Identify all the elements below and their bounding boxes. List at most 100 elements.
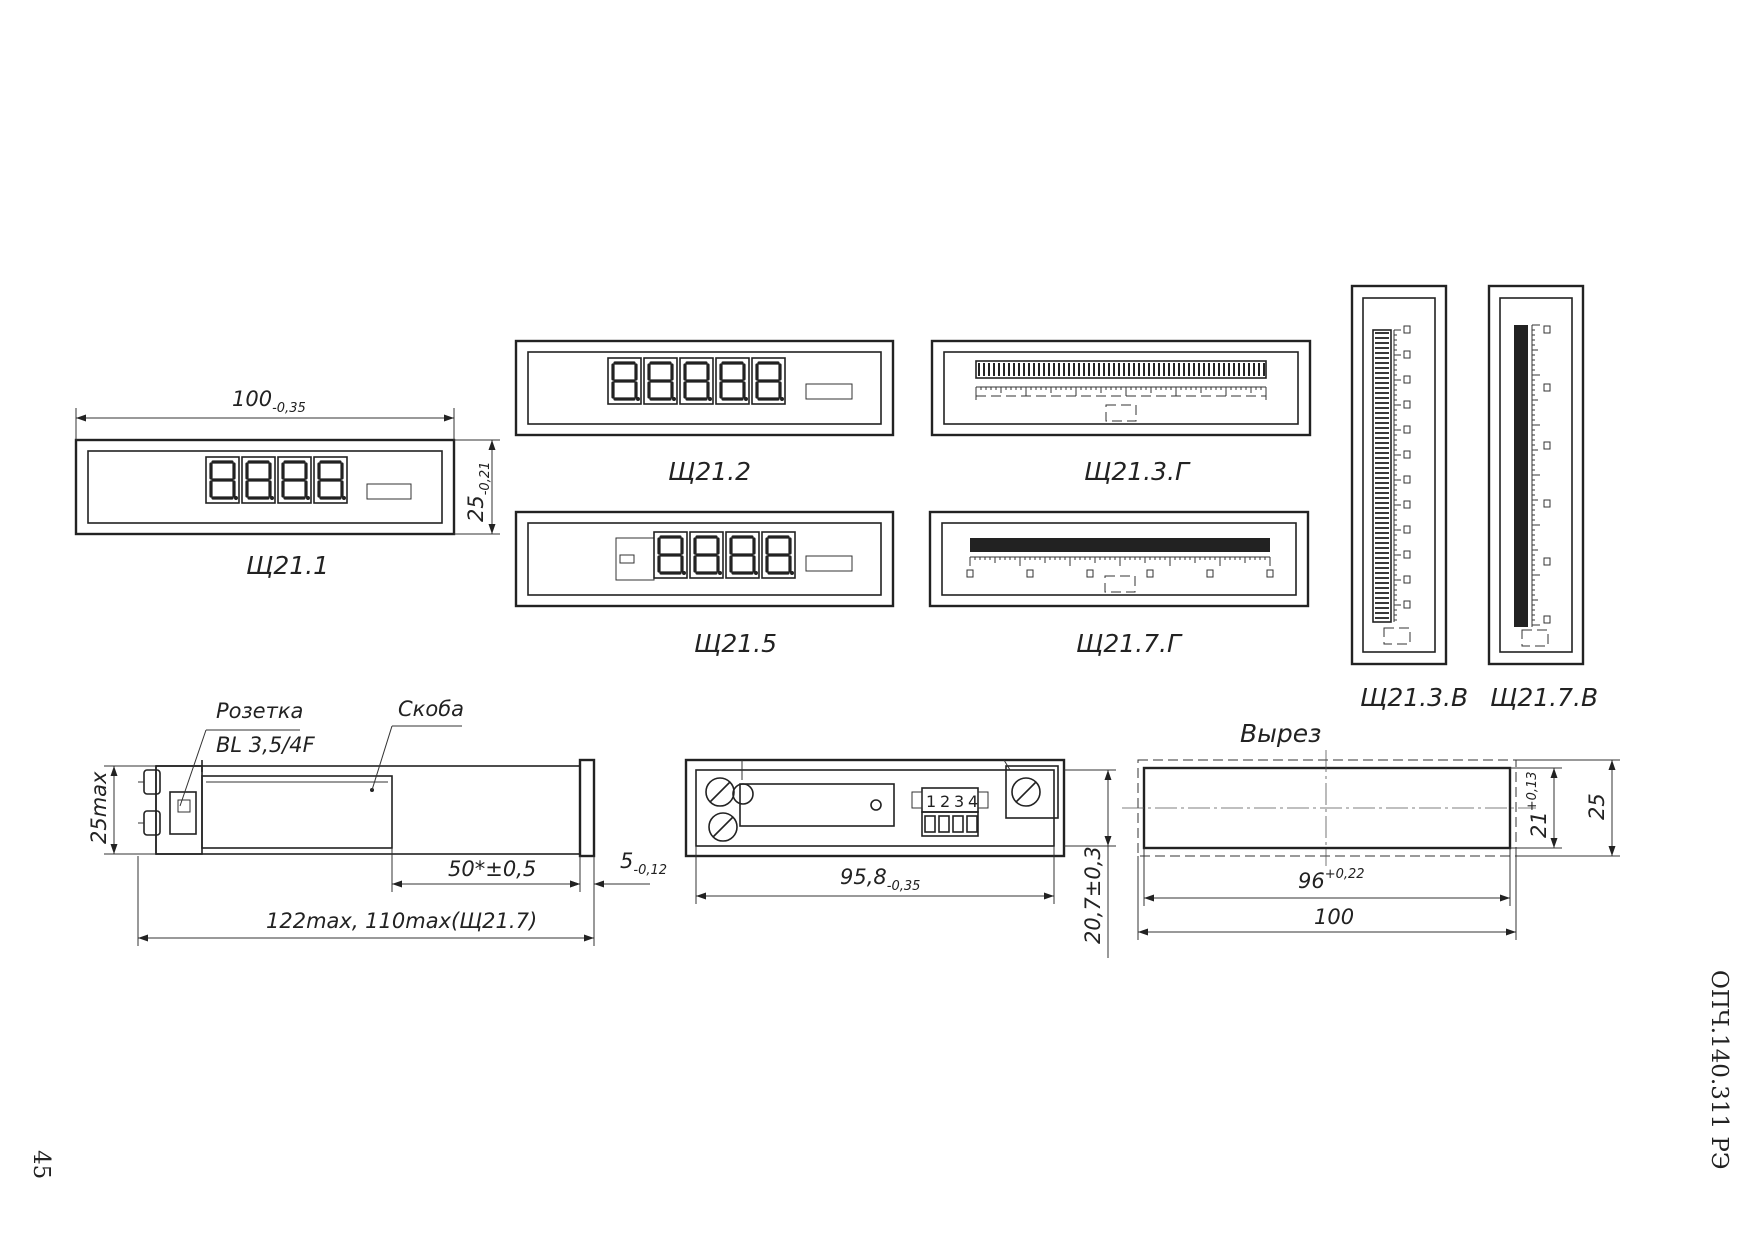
segment <box>657 535 684 575</box>
bargraph-vertical-shch21-7v: Щ21.7.В <box>1487 284 1598 712</box>
cutout-width-dim: 96+0,22 <box>1298 867 1365 893</box>
scale-marker <box>1206 569 1214 578</box>
scale-ticks <box>975 387 1267 396</box>
model-label-shch21-3v: Щ21.3.В <box>1360 683 1468 712</box>
model-label-shch21-5: Щ21.5 <box>694 629 777 658</box>
page-number: 45 <box>28 1150 54 1179</box>
segment <box>755 361 782 401</box>
scale-marker <box>1403 450 1411 459</box>
segment <box>245 460 272 500</box>
decimal-point <box>234 496 238 500</box>
model-label-shch21-1: Щ21.1 <box>246 551 329 580</box>
scale-marker <box>1403 375 1411 384</box>
cutout-title: Вырез <box>1240 719 1321 748</box>
segment <box>611 361 638 401</box>
bargraph-vertical-shch21-3v: Щ21.3.В <box>1350 284 1468 712</box>
scale-marker <box>1403 500 1411 509</box>
segment <box>281 460 308 500</box>
overall-dim: 122max, 110max(Щ21.7) <box>266 909 537 933</box>
terminal-2: 2 <box>940 792 950 811</box>
decimal-point <box>342 496 346 500</box>
decimal-point <box>636 397 640 401</box>
digit-display-4-sign <box>653 531 796 579</box>
model-label-shch21-2: Щ21.2 <box>668 457 751 486</box>
segment <box>683 361 710 401</box>
scale-marker <box>1403 550 1411 559</box>
cutout-height-dim: 21+0,13 <box>1525 771 1551 838</box>
model-label-shch21-3g: Щ21.3.Г <box>1084 457 1191 486</box>
scale-markers <box>1543 325 1551 624</box>
cutout-panel-width-dim: 100 <box>1314 905 1354 929</box>
scale-marker <box>1403 350 1411 359</box>
scale-ticks <box>969 557 1271 566</box>
decimal-point <box>754 571 758 575</box>
decimal-point <box>672 397 676 401</box>
height-dim-front: 25-0,21 <box>464 462 493 522</box>
segment <box>317 460 344 500</box>
panel-cutout: Вырез 96+0,22 100 21+0,13 25 <box>1122 719 1620 940</box>
terminal-1: 1 <box>926 792 936 811</box>
segment <box>693 535 720 575</box>
scale-marker <box>1086 569 1094 578</box>
decimal-point <box>780 397 784 401</box>
document-code: ОПЧ.140.311 РЭ <box>1706 970 1732 1170</box>
bracket-label: Скоба <box>398 697 464 721</box>
segment <box>647 361 674 401</box>
width-dim-front: 100-0,35 <box>232 387 306 416</box>
scale-ticks <box>1394 325 1411 621</box>
scale-ticks <box>1532 324 1540 626</box>
scale-marker <box>1403 475 1411 484</box>
scale-marker <box>1403 425 1411 434</box>
decimal-point <box>718 571 722 575</box>
front-view-shch21-5: Щ21.5 <box>514 510 895 658</box>
socket-label: Розетка <box>216 699 303 723</box>
bar-segments <box>978 363 1265 376</box>
segment <box>209 460 236 500</box>
segment <box>719 361 746 401</box>
segment <box>729 535 756 575</box>
decimal-point <box>682 571 686 575</box>
scale-marker <box>1543 557 1551 566</box>
scale-marker <box>1543 441 1551 450</box>
scale-marker <box>1543 499 1551 508</box>
digit-display-5 <box>607 357 786 405</box>
cutout-panel-height-dim: 25 <box>1585 793 1609 820</box>
decimal-point <box>708 397 712 401</box>
decimal-point <box>306 496 310 500</box>
front-view-shch21-1: 100-0,35 25-0,21 Щ21.1 <box>74 387 500 580</box>
front-view-shch21-2: Щ21.2 <box>514 339 895 486</box>
scale-marker <box>1026 569 1034 578</box>
scale-marker <box>1403 325 1411 334</box>
scale-marker <box>1403 575 1411 584</box>
bargraph-horizontal-shch21-7g: Щ21.7.Г <box>928 510 1310 658</box>
scale-marker <box>1543 383 1551 392</box>
scale-marker <box>1403 400 1411 409</box>
rear-width-dim: 95,8-0,35 <box>840 865 920 894</box>
bargraph-horizontal-shch21-3g: Щ21.3.Г <box>930 339 1312 486</box>
rear-view: 1 2 3 4 95,8-0,35 20,7±0,3 <box>684 758 1116 958</box>
flange-dim: 5-0,12 <box>620 849 667 878</box>
terminal-4: 4 <box>968 792 978 811</box>
scale-marker <box>1146 569 1154 578</box>
digit-display-4 <box>205 456 348 504</box>
scale-marker <box>1543 615 1551 624</box>
depth-dim: 50*±0,5 <box>448 857 536 881</box>
side-height-dim: 25max <box>87 771 111 844</box>
rear-height-dim: 20,7±0,3 <box>1081 846 1105 944</box>
scale-markers <box>966 569 1274 578</box>
bar-segments <box>1375 332 1389 619</box>
scale-marker <box>1403 600 1411 609</box>
side-view: Розетка BL 3,5/4F Скоба 25max 50*±0,5 5-… <box>87 697 667 946</box>
segment <box>765 535 792 575</box>
model-label-shch21-7v: Щ21.7.В <box>1490 683 1598 712</box>
socket-type: BL 3,5/4F <box>216 733 316 757</box>
terminal-block: 1 2 3 4 <box>911 787 989 837</box>
terminal-3: 3 <box>954 792 964 811</box>
scale-marker <box>966 569 974 578</box>
scale-marker <box>1403 525 1411 534</box>
model-label-shch21-7g: Щ21.7.Г <box>1076 629 1183 658</box>
scale-marker <box>1266 569 1274 578</box>
decimal-point <box>790 571 794 575</box>
scale-marker <box>1543 325 1551 334</box>
